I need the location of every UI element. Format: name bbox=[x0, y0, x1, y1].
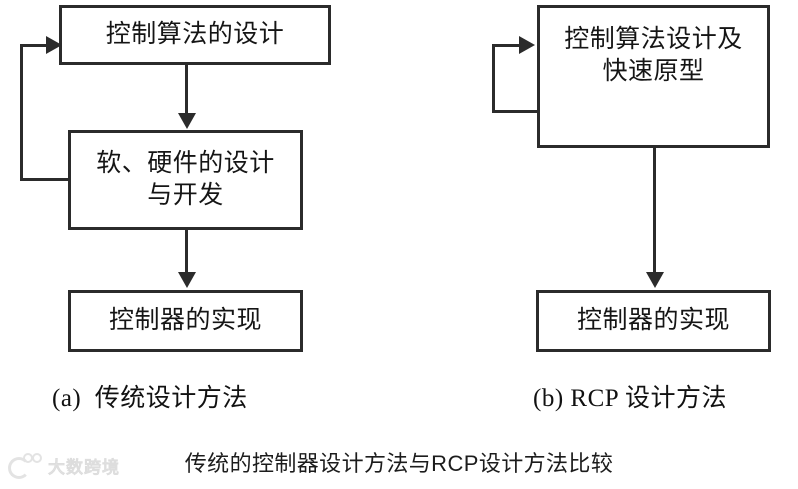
feedback-a-top-segment bbox=[20, 44, 50, 47]
connector-a1-a2-arrowhead bbox=[178, 113, 196, 129]
flow-box-control-algorithm-design[interactable]: 控制算法的设计 bbox=[59, 5, 331, 65]
connector-a2-a3-arrowhead bbox=[178, 272, 196, 288]
feedback-b-arrowhead bbox=[519, 36, 535, 54]
feedback-a-bottom-segment bbox=[20, 178, 70, 181]
feedback-a-vertical-segment bbox=[20, 44, 23, 181]
figure-caption: 传统的控制器设计方法与RCP设计方法比较 bbox=[184, 451, 614, 476]
flow-box-software-hardware-design[interactable]: 软、硬件的设计 与开发 bbox=[68, 130, 303, 230]
panel-label-traditional: (a) 传统设计方法 bbox=[52, 385, 248, 412]
connector-a1-a2-line bbox=[185, 65, 188, 117]
feedback-a-arrowhead bbox=[46, 36, 62, 54]
connector-b1-b2-line bbox=[653, 148, 656, 274]
feedback-b-top-segment bbox=[492, 44, 522, 47]
flow-box-controller-implementation-b[interactable]: 控制器的实现 bbox=[536, 290, 771, 352]
connector-b1-b2-arrowhead bbox=[646, 272, 664, 288]
flow-box-rcp-algorithm-design-prototype[interactable]: 控制算法设计及 快速原型 bbox=[537, 5, 770, 148]
feedback-b-vertical-segment bbox=[492, 44, 495, 113]
flow-box-controller-implementation-a[interactable]: 控制器的实现 bbox=[68, 290, 303, 352]
feedback-b-bottom-segment bbox=[492, 110, 540, 113]
panel-label-rcp: (b) RCP 设计方法 bbox=[533, 385, 727, 412]
connector-a2-a3-line bbox=[185, 230, 188, 274]
